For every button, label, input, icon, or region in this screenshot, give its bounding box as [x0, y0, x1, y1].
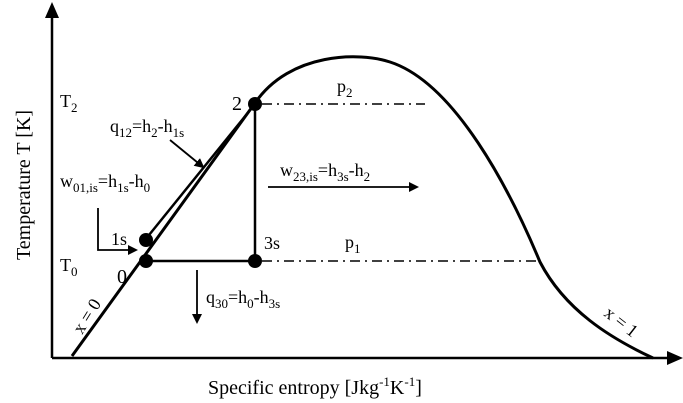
state-label-0: 0: [117, 266, 127, 288]
quality-label-x1: x = 1: [601, 302, 643, 341]
isobar-p1-label: p1: [345, 232, 361, 256]
state-label-3s: 3s: [264, 233, 280, 253]
process-line-1s-2: [144, 103, 256, 241]
equation-q12: q12=h2-h1s: [110, 116, 184, 140]
x-axis-label: Specific entropy [Jkg-1K-1]: [208, 374, 422, 399]
equation-w01: w01,is=h1s-h0: [60, 171, 150, 195]
state-point-0: [139, 254, 153, 268]
x-axis-arrow: [667, 351, 683, 365]
state-point-2: [248, 97, 262, 111]
state-label-1s: 1s: [111, 229, 127, 249]
level-t0: T0: [60, 255, 78, 279]
y-axis-label: Temperature T [K]: [13, 110, 35, 260]
equation-q30: q30=h0-h3s: [206, 287, 280, 311]
saturation-dome: [70, 55, 654, 360]
arrow-q12: [169, 139, 205, 169]
state-point-1s: [139, 233, 153, 247]
state-label-2: 2: [232, 93, 242, 115]
level-t2: T2: [60, 91, 78, 115]
isobar-p2-label: p2: [337, 76, 353, 100]
equation-w23: w23,is=h3s-h2: [280, 160, 370, 184]
y-axis-arrow: [45, 2, 59, 18]
arrow-w01: [97, 208, 138, 255]
state-point-3s: [248, 254, 262, 268]
